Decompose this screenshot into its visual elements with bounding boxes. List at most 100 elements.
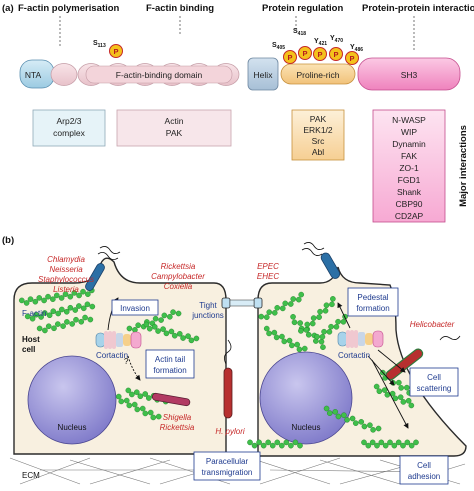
- domain-f-actin-binding-label: F-actin-binding domain: [116, 70, 203, 80]
- phospho-p-icon: [298, 46, 312, 60]
- site-letter: Y: [314, 38, 319, 45]
- outcome-paracellular-label-1: Paracellular: [206, 457, 249, 466]
- domain-sh3-label: SH3: [401, 70, 418, 80]
- bacterium-h-pylori: [223, 339, 233, 419]
- actin-filament: [263, 325, 308, 353]
- site-number: 113: [98, 43, 106, 49]
- tight-junctions-label-1: Tight: [199, 301, 217, 310]
- actin-filament: [323, 405, 382, 433]
- actin-filament: [143, 321, 200, 344]
- interactor-n-wasp: N-WASP: [392, 115, 426, 125]
- site-letter: S: [293, 28, 298, 35]
- bacterium-shigella: [151, 392, 191, 407]
- cortactin-icon-right: [337, 330, 384, 348]
- host-cell-label-2: cell: [22, 345, 35, 354]
- outcome-actin-tail-label-2: formation: [153, 366, 186, 375]
- phospho-p-label: P: [333, 50, 338, 59]
- interactor-wip: WIP: [401, 127, 417, 137]
- header-guide-lines: [59, 16, 415, 52]
- pathogen-neisseria: Neisseria: [49, 265, 83, 274]
- pathogen-coxiella: Coxiella: [164, 282, 193, 291]
- domain-proline-rich: [280, 63, 356, 85]
- outcome-cell-scattering-label-2: scattering: [417, 384, 452, 393]
- interactor-shank: Shank: [397, 187, 422, 197]
- pathogens-epec-list: EPEC EHEC: [257, 262, 279, 281]
- svg-text:S405: S405: [272, 42, 285, 51]
- cortactin-label-left: Cortactin: [96, 351, 128, 360]
- actin-filament: [36, 314, 94, 334]
- site-number: 405: [277, 45, 286, 51]
- phospho-site-y421: Y421 P: [313, 38, 327, 61]
- interactor-actin: Actin: [165, 116, 184, 126]
- question-mark: ?: [124, 357, 129, 366]
- outcome-actin-tail-label-1: Actin tail: [155, 355, 185, 364]
- domain-sh3: [357, 57, 461, 91]
- outcome-pedestal-formation: Pedestal formation: [347, 287, 399, 317]
- phospho-p-label: P: [287, 53, 292, 62]
- tight-junctions-label-2: junctions: [191, 311, 224, 320]
- site-number: 421: [319, 41, 328, 47]
- site-number: 470: [335, 38, 344, 44]
- actin-filament: [298, 296, 336, 334]
- pathogen-ehec: EHEC: [257, 272, 279, 281]
- phospho-site-s113: S113 P: [93, 40, 123, 58]
- pathogen-campylobacter: Campylobacter: [151, 272, 205, 281]
- pathogen-shigella: Shigella: [163, 413, 192, 422]
- header-f-actin-polymerisation: F-actin polymerisation: [18, 3, 120, 14]
- interactor-dynamin: Dynamin: [392, 139, 426, 149]
- interactor-pak: PAK: [310, 114, 327, 124]
- outcome-cell-adhesion: Cell adhesion: [399, 455, 449, 485]
- outcome-invasion: Invasion: [111, 299, 159, 316]
- outcome-actin-tail-formation: Actin tail formation: [145, 349, 195, 379]
- pathogen-helicobacter: Helicobacter: [410, 320, 455, 329]
- nucleus-left-label: Nucleus: [58, 423, 87, 432]
- phospho-p-icon: [313, 47, 327, 61]
- interactor-abl: Abl: [312, 147, 324, 157]
- nucleus-left: [27, 355, 117, 445]
- site-letter: Y: [350, 44, 355, 51]
- phospho-p-icon: [109, 44, 123, 58]
- f-actin-label: F-actin: [22, 309, 46, 318]
- tight-junction-left: [221, 297, 231, 309]
- interactor-cbp90: CBP90: [396, 199, 423, 209]
- interactor-fgd1: FGD1: [398, 175, 421, 185]
- cortactin-label-right: Cortactin: [338, 351, 370, 360]
- outcome-paracellular-label-2: transmigration: [202, 468, 253, 477]
- site-letter: Y: [330, 35, 335, 42]
- domain-f-actin-binding: [85, 65, 233, 84]
- nucleus-right: [259, 351, 353, 445]
- site-letter: S: [93, 40, 98, 47]
- actin-filament: [24, 301, 96, 322]
- outcome-pedestal-label-1: Pedestal: [357, 293, 388, 302]
- interactor-src: Src: [312, 136, 326, 146]
- pathogen-listeria: Listeria: [53, 285, 79, 294]
- header-protein-protein-interactions: Protein-protein interactions: [362, 3, 474, 14]
- phospho-p-label: P: [317, 50, 322, 59]
- interactor-box-sh3: [372, 109, 446, 223]
- pathogen-rickettsia: Rickettsia: [161, 262, 196, 271]
- cortactin-icon-left: [95, 331, 142, 349]
- bacterium-invading: [85, 246, 121, 291]
- bacterium-epec: [301, 242, 341, 279]
- outcome-cell-scattering: Cell scattering: [409, 367, 459, 397]
- phospho-p-label: P: [349, 54, 354, 63]
- interactor-arp23: Arp2/3: [56, 116, 81, 126]
- interactor-erk12: ERK1/2: [303, 125, 333, 135]
- domain-helix: [247, 57, 279, 91]
- domain-nta-label: NTA: [25, 70, 42, 80]
- bacterium-helicobacter: [385, 335, 461, 381]
- actin-filament: [18, 287, 95, 306]
- site-letter: S: [272, 42, 277, 49]
- nucleus-right-label: Nucleus: [292, 423, 321, 432]
- pathogens-invasion-list: Chlamydia Neisseria Staphylococcus Liste…: [38, 255, 94, 294]
- svg-text:S113: S113: [93, 40, 106, 49]
- interactor-zo-1: ZO-1: [399, 163, 419, 173]
- svg-text:Y421: Y421: [314, 38, 327, 47]
- outcome-cell-scattering-label-1: Cell: [427, 373, 441, 382]
- pathogens-rickettsia-list: Rickettsia Campylobacter Coxiella: [151, 262, 205, 291]
- phospho-p-icon: [345, 51, 359, 65]
- phospho-p-icon: [329, 47, 343, 61]
- interactor-box-proline-rich: [291, 109, 345, 161]
